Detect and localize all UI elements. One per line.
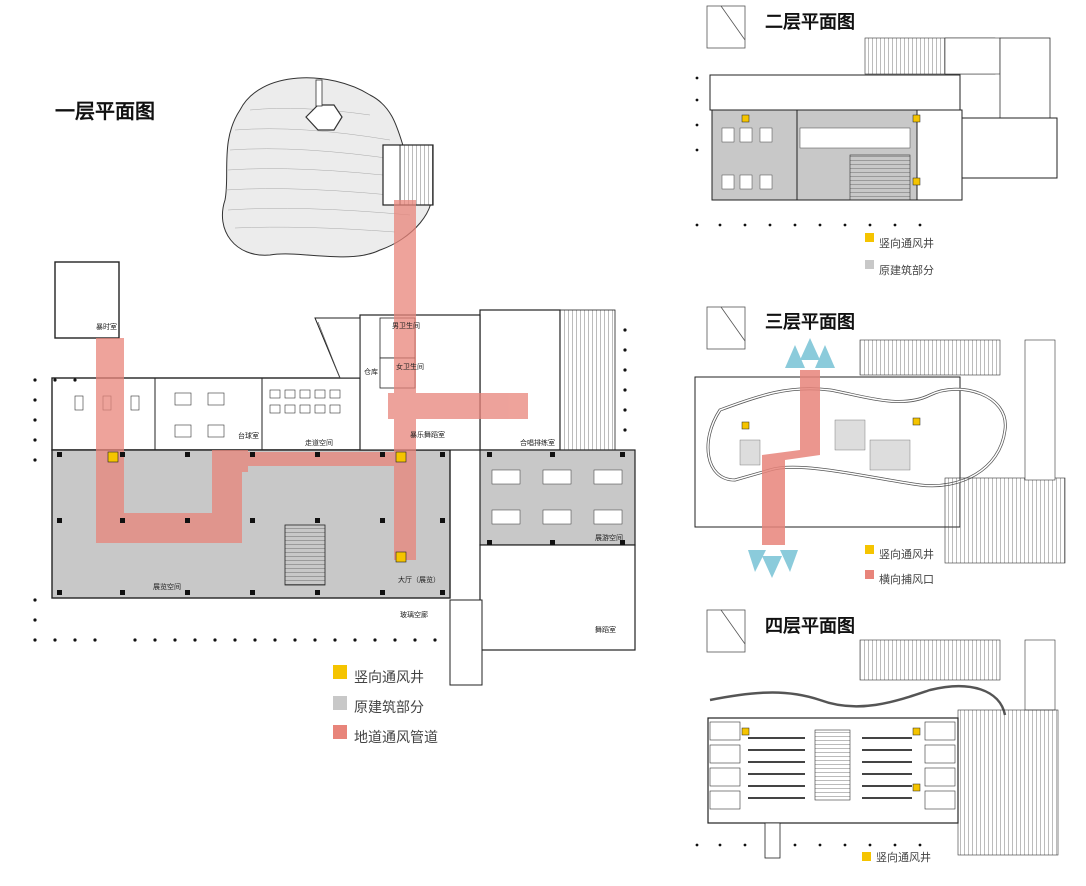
room-label: 展览空间 — [153, 583, 181, 591]
floor3-legend: 竖向通风井 横向捕风口 — [879, 542, 934, 592]
room-label: 仓库 — [364, 368, 378, 376]
floor2-plan — [695, 5, 1058, 269]
floor3-title: 三层平面图 — [765, 312, 855, 333]
legend-shaft-label: 竖向通风井 — [879, 548, 934, 561]
room-label: 走道空间 — [305, 439, 333, 447]
room-label: 展游空间 — [595, 534, 623, 542]
room-label: 暴乐舞蹈室 — [410, 431, 445, 439]
room-label: 女卫生间 — [396, 363, 424, 371]
legend-shaft-label: 竖向通风井 — [876, 851, 931, 864]
room-label: 舞蹈室 — [595, 626, 616, 634]
room-label: 台球室 — [238, 432, 259, 440]
wind-arrows — [748, 338, 835, 578]
floor1-title: 一层平面图 — [55, 99, 155, 123]
legend-tunnel-label: 地道通风管道 — [354, 730, 438, 746]
room-label: 大厅（展览） — [398, 576, 440, 584]
floor1-legend: 竖向通风井 原建筑部分 地道通风管道 — [354, 663, 438, 753]
floor4-legend: 竖向通风井 — [876, 849, 931, 865]
room-label: 男卫生间 — [392, 322, 420, 330]
tunnel-ducts — [96, 200, 528, 560]
floor4-plan — [695, 609, 1059, 861]
floor2-title: 二层平面图 — [765, 12, 855, 33]
floor4-title: 四层平面图 — [765, 616, 855, 637]
f1-shafts — [107, 451, 407, 563]
floor3-plan — [694, 306, 1066, 579]
floor1-plan — [33, 77, 636, 686]
legend-shaft-label: 竖向通风井 — [879, 237, 934, 250]
legend-shaft-label: 竖向通风井 — [354, 670, 424, 686]
room-label: 合唱排练室 — [520, 439, 555, 447]
room-label: 暴时室 — [96, 323, 117, 331]
f3-wind-duct — [762, 370, 820, 545]
pond — [221, 77, 433, 258]
legend-original-label: 原建筑部分 — [354, 700, 424, 716]
legend-wind-catcher-label: 横向捕风口 — [879, 573, 934, 586]
room-label: 玻璃空廊 — [400, 611, 428, 619]
floor2-legend: 竖向通风井 原建筑部分 — [879, 230, 934, 284]
legend-original-label: 原建筑部分 — [879, 264, 934, 277]
